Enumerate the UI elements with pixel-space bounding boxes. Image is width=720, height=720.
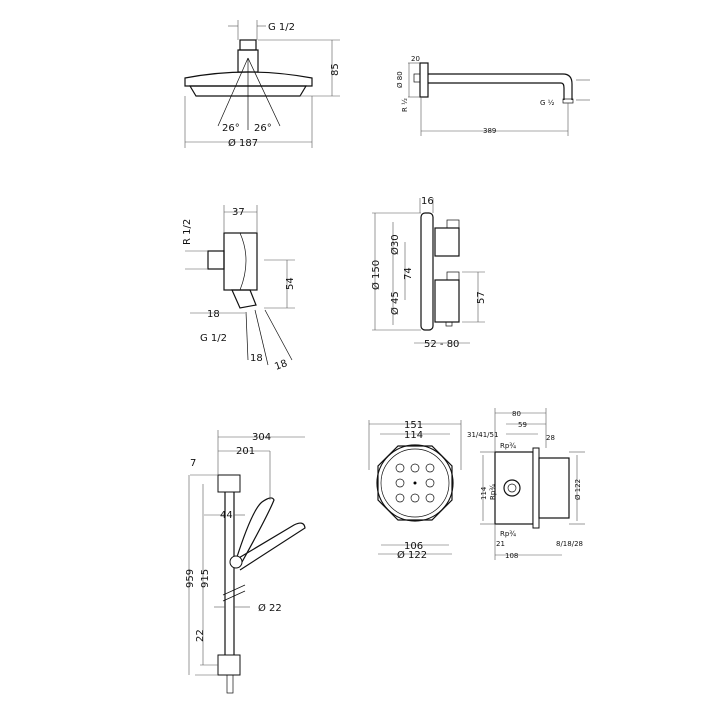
rail-diameter-label: Ø 22 [258, 602, 282, 614]
overhead-diameter-label: Ø 187 [228, 137, 258, 149]
rough-in-box-side-drawing [480, 408, 585, 560]
box-side-port-mid-label: Rp¾ [489, 484, 497, 500]
overhead-angle-left: 26° [222, 123, 240, 134]
overhead-shower-drawing [184, 20, 340, 148]
rail-total-reach-label: 304 [252, 432, 271, 443]
outlet-height-label: 54 [285, 277, 296, 290]
rail-total-height-label: 959 [185, 569, 196, 588]
box-side-plaster-label: 31/41/51 [467, 431, 498, 439]
shower-rail-drawing [188, 430, 306, 694]
overhead-thread-label: G 1/2 [268, 22, 295, 33]
arm-rosette-label: Ø 80 [396, 71, 404, 88]
thermostat-knob-large-label: Ø 45 [389, 291, 401, 315]
box-front-diameter-label: Ø 122 [397, 549, 427, 561]
thermostat-height-label: 57 [476, 291, 487, 304]
overhead-height-label: 85 [330, 63, 341, 76]
thermostat-depth-label: 52 - 80 [424, 339, 459, 350]
box-side-height-label: 114 [480, 486, 488, 500]
arm-depth-label: 20 [411, 55, 420, 63]
rail-wall-gap-label: 7 [190, 458, 196, 469]
rough-in-box-front-drawing [368, 420, 462, 555]
rail-offset-label: 44 [220, 510, 233, 521]
box-front-inner-label: 114 [404, 430, 423, 441]
rail-height-label: 915 [200, 569, 211, 588]
outlet-inlet-label: R 1/2 [182, 219, 193, 245]
outlet-dim-b-label: 18 [273, 358, 289, 373]
box-side-diameter-label: Ø 122 [574, 479, 582, 500]
thermostat-drawing [372, 198, 485, 344]
arm-outlet-label: G ½ [540, 99, 555, 107]
overhead-angle-right: 26° [254, 123, 272, 134]
arm-length-label: 389 [483, 127, 496, 135]
box-side-port-top-label: Rp¾ [500, 442, 516, 450]
box-side-offset-label: 21 [496, 540, 505, 548]
wall-outlet-drawing [185, 205, 295, 366]
box-side-depth-inner-label: 59 [518, 421, 527, 429]
box-side-cover-label: 28 [546, 434, 555, 442]
box-front-bolt-label: 106 [404, 541, 423, 552]
box-side-port-bottom-label: Rp¾ [500, 530, 516, 538]
thermostat-spacing-label: 74 [403, 267, 414, 280]
arm-inlet-label: R ½ [401, 98, 409, 112]
outlet-offset-label: 18 [207, 309, 220, 320]
thermostat-projection-label: 16 [421, 196, 434, 207]
thermostat-knob-small-label: Ø30 [389, 234, 401, 255]
rail-bottom-label: 22 [195, 629, 206, 642]
rail-arm-reach-label: 201 [236, 446, 255, 457]
box-side-total-label: 108 [505, 552, 518, 560]
outlet-thread-label: G 1/2 [200, 333, 227, 344]
box-front-outer-label: 151 [404, 420, 423, 431]
thermostat-plate-label: Ø 150 [370, 260, 382, 290]
shower-arm-drawing [408, 62, 590, 136]
box-side-depth-label: 80 [512, 410, 521, 418]
outlet-dim-a-label: 18 [250, 353, 263, 364]
outlet-width-label: 37 [232, 207, 245, 218]
box-side-extension-label: 8/18/28 [556, 540, 583, 548]
